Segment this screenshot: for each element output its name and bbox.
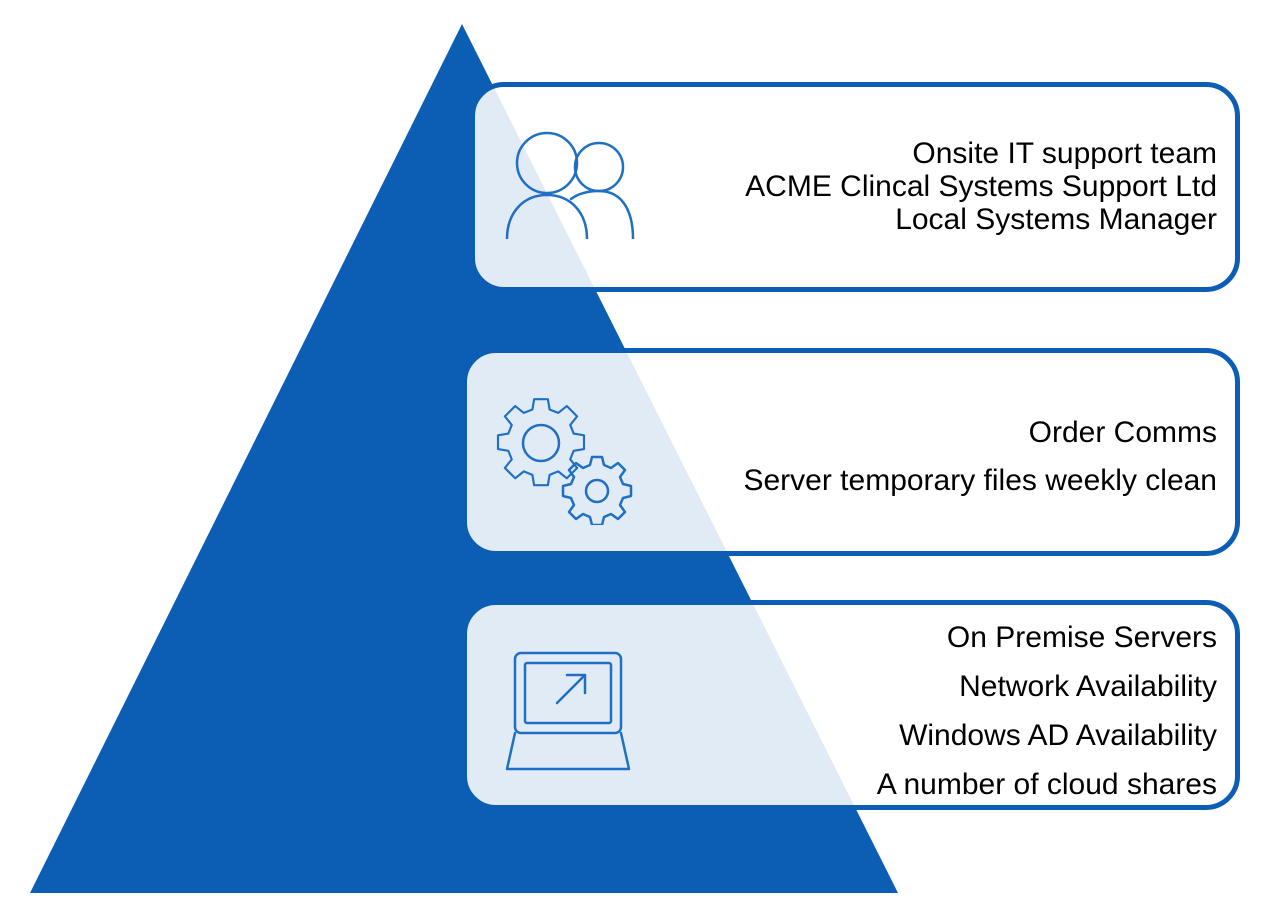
process-line: Server temporary files weekly clean	[743, 464, 1217, 497]
gears-icon	[496, 398, 633, 525]
people-icon	[505, 131, 635, 239]
infrastructure-line: Network Availability	[959, 670, 1217, 703]
support-line: ACME Clincal Systems Support Ltd	[745, 170, 1217, 203]
support-line: Onsite IT support team	[912, 137, 1217, 170]
infrastructure-lines: On Premise Servers Network Availability …	[877, 613, 1217, 809]
infrastructure-line: A number of cloud shares	[876, 768, 1217, 801]
tier-bottom-infrastructure: On Premise Servers Network Availability …	[462, 600, 1240, 810]
process-line: Order Comms	[1028, 416, 1217, 449]
process-lines: Order Comms Server temporary files weekl…	[743, 409, 1217, 505]
support-lines: Onsite IT support team ACME Clincal Syst…	[745, 137, 1217, 236]
computer-icon	[505, 651, 631, 771]
infrastructure-line: Windows AD Availability	[899, 719, 1217, 752]
tier-middle-processes: Order Comms Server temporary files weekl…	[462, 348, 1240, 556]
tier-top-support: Onsite IT support team ACME Clincal Syst…	[470, 82, 1240, 292]
support-line: Local Systems Manager	[895, 203, 1217, 236]
infrastructure-line: On Premise Servers	[946, 621, 1217, 654]
